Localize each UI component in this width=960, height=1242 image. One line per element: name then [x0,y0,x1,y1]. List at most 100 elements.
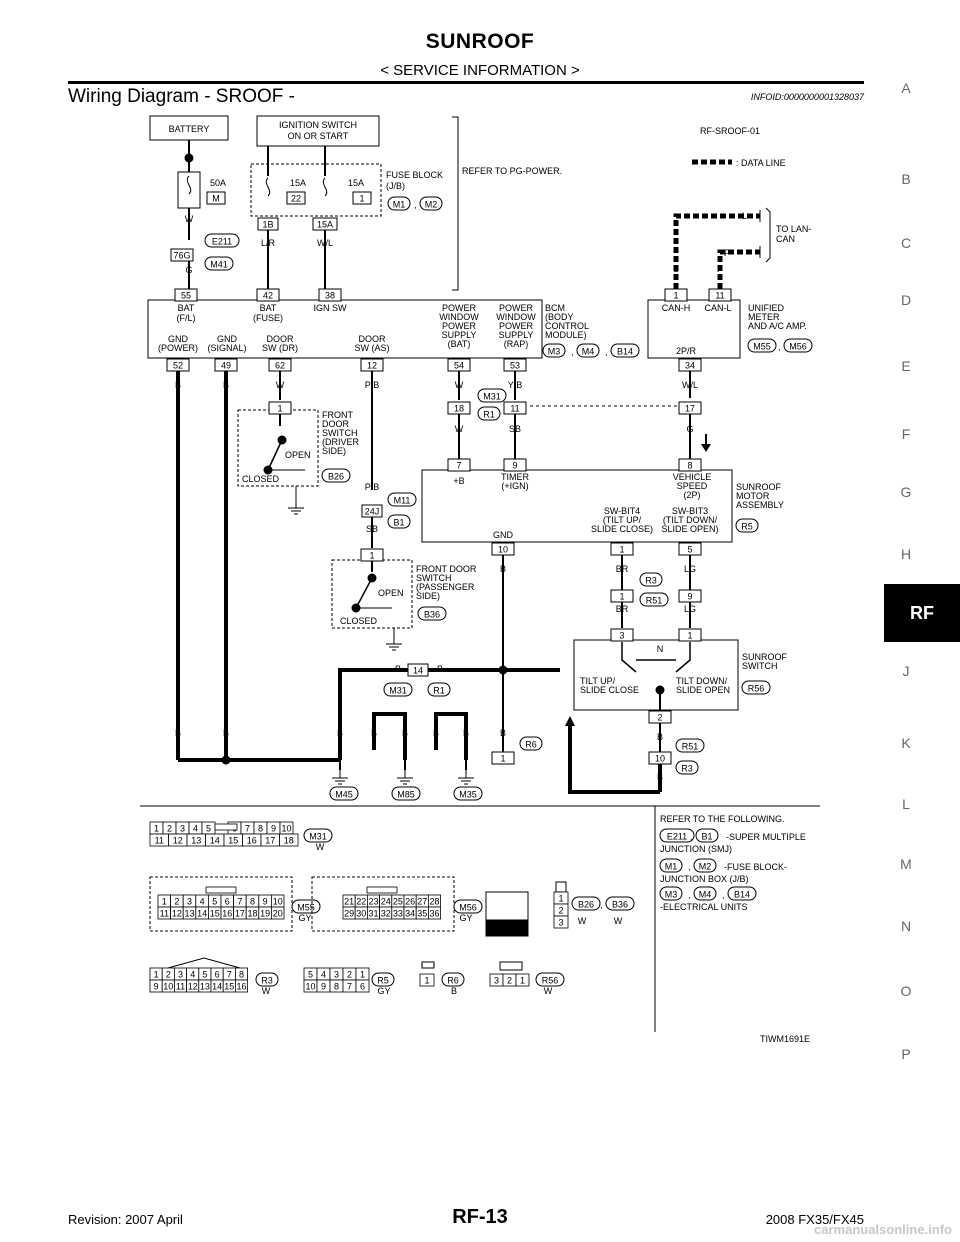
switch-tilt-down: SLIDE OPEN [676,685,730,695]
side-letter-n[interactable]: N [900,918,912,934]
comma: , [688,890,691,900]
conn-e211 [204,233,240,248]
fdsp-label: SIDE) [416,591,440,601]
conn-grid-m31-pin: 2 [167,824,172,834]
side-letter-a[interactable]: A [901,80,911,96]
side-letter-g[interactable]: G [900,484,912,500]
conn-grid-m56-pin: 36 [429,909,439,919]
conn-m31 [477,388,507,403]
conn-grid-m55-pin: 12 [172,909,182,919]
side-letter-e[interactable]: E [901,358,911,374]
pin-3 [610,628,634,642]
info-id: INFOID:0000000001328037 [750,92,864,102]
pin-55 [174,288,198,302]
lan-bracket [765,207,771,263]
label-m56-text: M56 [459,903,477,913]
pin-1-r3-text: 1 [619,592,624,602]
side-letter-h[interactable]: H [900,546,912,562]
diagram-id: RF-SROOF-01 [700,126,760,136]
ref-b1-text: B1 [701,832,712,842]
meter-label: UNIFIED [748,303,785,313]
bcm-door-dr: SW (DR) [262,343,298,353]
color-w: W [544,986,553,996]
ref2b-text: JUNCTION BOX (J/B) [660,874,749,884]
fds-label: SWITCH [322,428,358,438]
conn-grid-m55-pin: 6 [225,897,230,907]
ref-e211-text: E211 [667,832,687,842]
label-r5 [371,972,395,987]
conn-grid-m55-pin: 14 [197,909,207,919]
conn-grid-m31b-pin: 16 [247,836,257,846]
conn-grid-m55-pin: 18 [247,909,257,919]
conn-r1-b-text: R1 [433,686,445,696]
conn-grid-m31-pin: 5 [206,824,211,834]
pin-1-fds-text: 1 [277,404,282,414]
side-letter-p[interactable]: P [901,1046,911,1062]
label-r56 [535,972,565,987]
conn-grid-r56-pin: 2 [507,976,512,986]
conn-m55 [747,338,777,353]
side-letter-m[interactable]: M [900,856,912,872]
pin-53-text: 53 [510,361,520,371]
switch-contact [267,439,283,471]
pin-1-text: 1 [673,291,678,301]
meter-2pr: 2P/R [676,346,697,356]
motor-label: ASSEMBLY [736,500,784,510]
ref-b14-text: B14 [734,890,750,900]
bcm-pw-rap: POWER [499,303,534,313]
wire-lr-text: L/R [261,238,276,248]
conn-grid-r3-pin: 15 [224,982,234,992]
pin-11-text: 11 [715,291,724,301]
active-tab-rf[interactable]: RF [884,584,960,642]
conn-grid-m55-pin: 19 [260,909,270,919]
figure-code: TIWM1691E [760,1034,810,1044]
fuse-15a-no-text: 22 [291,194,301,204]
conn-grid-r5-pin: 6 [360,982,365,992]
conn-r6-text: R6 [525,740,537,750]
side-letter-k[interactable]: K [901,735,911,751]
ign-label-2: ON OR START [288,131,349,141]
wire-l-text: L [673,264,678,274]
bcm-pw-bat: SUPPLY [442,330,477,340]
label-b26-text: B26 [578,900,594,910]
conn-grid-m56-pin: 22 [356,897,366,907]
pin-42-text: 42 [263,291,273,301]
label-m55 [291,899,321,914]
conn-grid-m55-pin: 16 [222,909,232,919]
conn-grid-r3-pin: 4 [190,970,195,980]
bcm-bat-fuse-2: (FUSE) [253,313,283,323]
pin-9 [503,458,527,472]
open-label: OPEN [285,450,311,460]
pin-49-text: 49 [221,361,231,371]
side-letter-b[interactable]: B [901,171,911,187]
side-letter-l[interactable]: L [902,796,910,812]
color-w: W [316,842,325,852]
bcm-bat-fuse: BAT [260,303,277,313]
side-letter-o[interactable]: O [900,983,912,999]
comma: , [414,200,417,210]
side-letter-j[interactable]: J [902,663,910,679]
pin-1b-text: 1B [262,220,273,230]
fds-label: (DRIVER [322,437,360,447]
fdsp-label: FRONT DOOR [416,564,477,574]
bcm-label: MODULE) [545,330,587,340]
fuse-block-label: FUSE BLOCK [386,170,443,180]
conn-grid-r5-pin: 2 [347,970,352,980]
side-letter-f[interactable]: F [901,426,911,442]
side-letter-c[interactable]: C [900,235,912,251]
bcm-gnd-signal: GND [217,334,238,344]
fuse-15b-label: 15A [348,178,364,188]
bcm-pw-bat: (BAT) [448,339,471,349]
comma: , [722,890,725,900]
motor-vspeed-label: (2P) [683,490,700,500]
conn-grid-r3-pin: 8 [239,970,244,980]
conn-m3 [542,343,566,358]
conn-m11 [387,492,417,507]
conn-grid-m56-pin: 28 [429,897,439,907]
conn-m4 [576,343,600,358]
label-m55-text: M55 [297,903,315,913]
conn-grid-r5-pin: 1 [360,970,365,980]
conn-m11-text: M11 [394,496,411,506]
motor-label: SUNROOF [736,482,782,492]
side-letter-d[interactable]: D [900,292,912,308]
